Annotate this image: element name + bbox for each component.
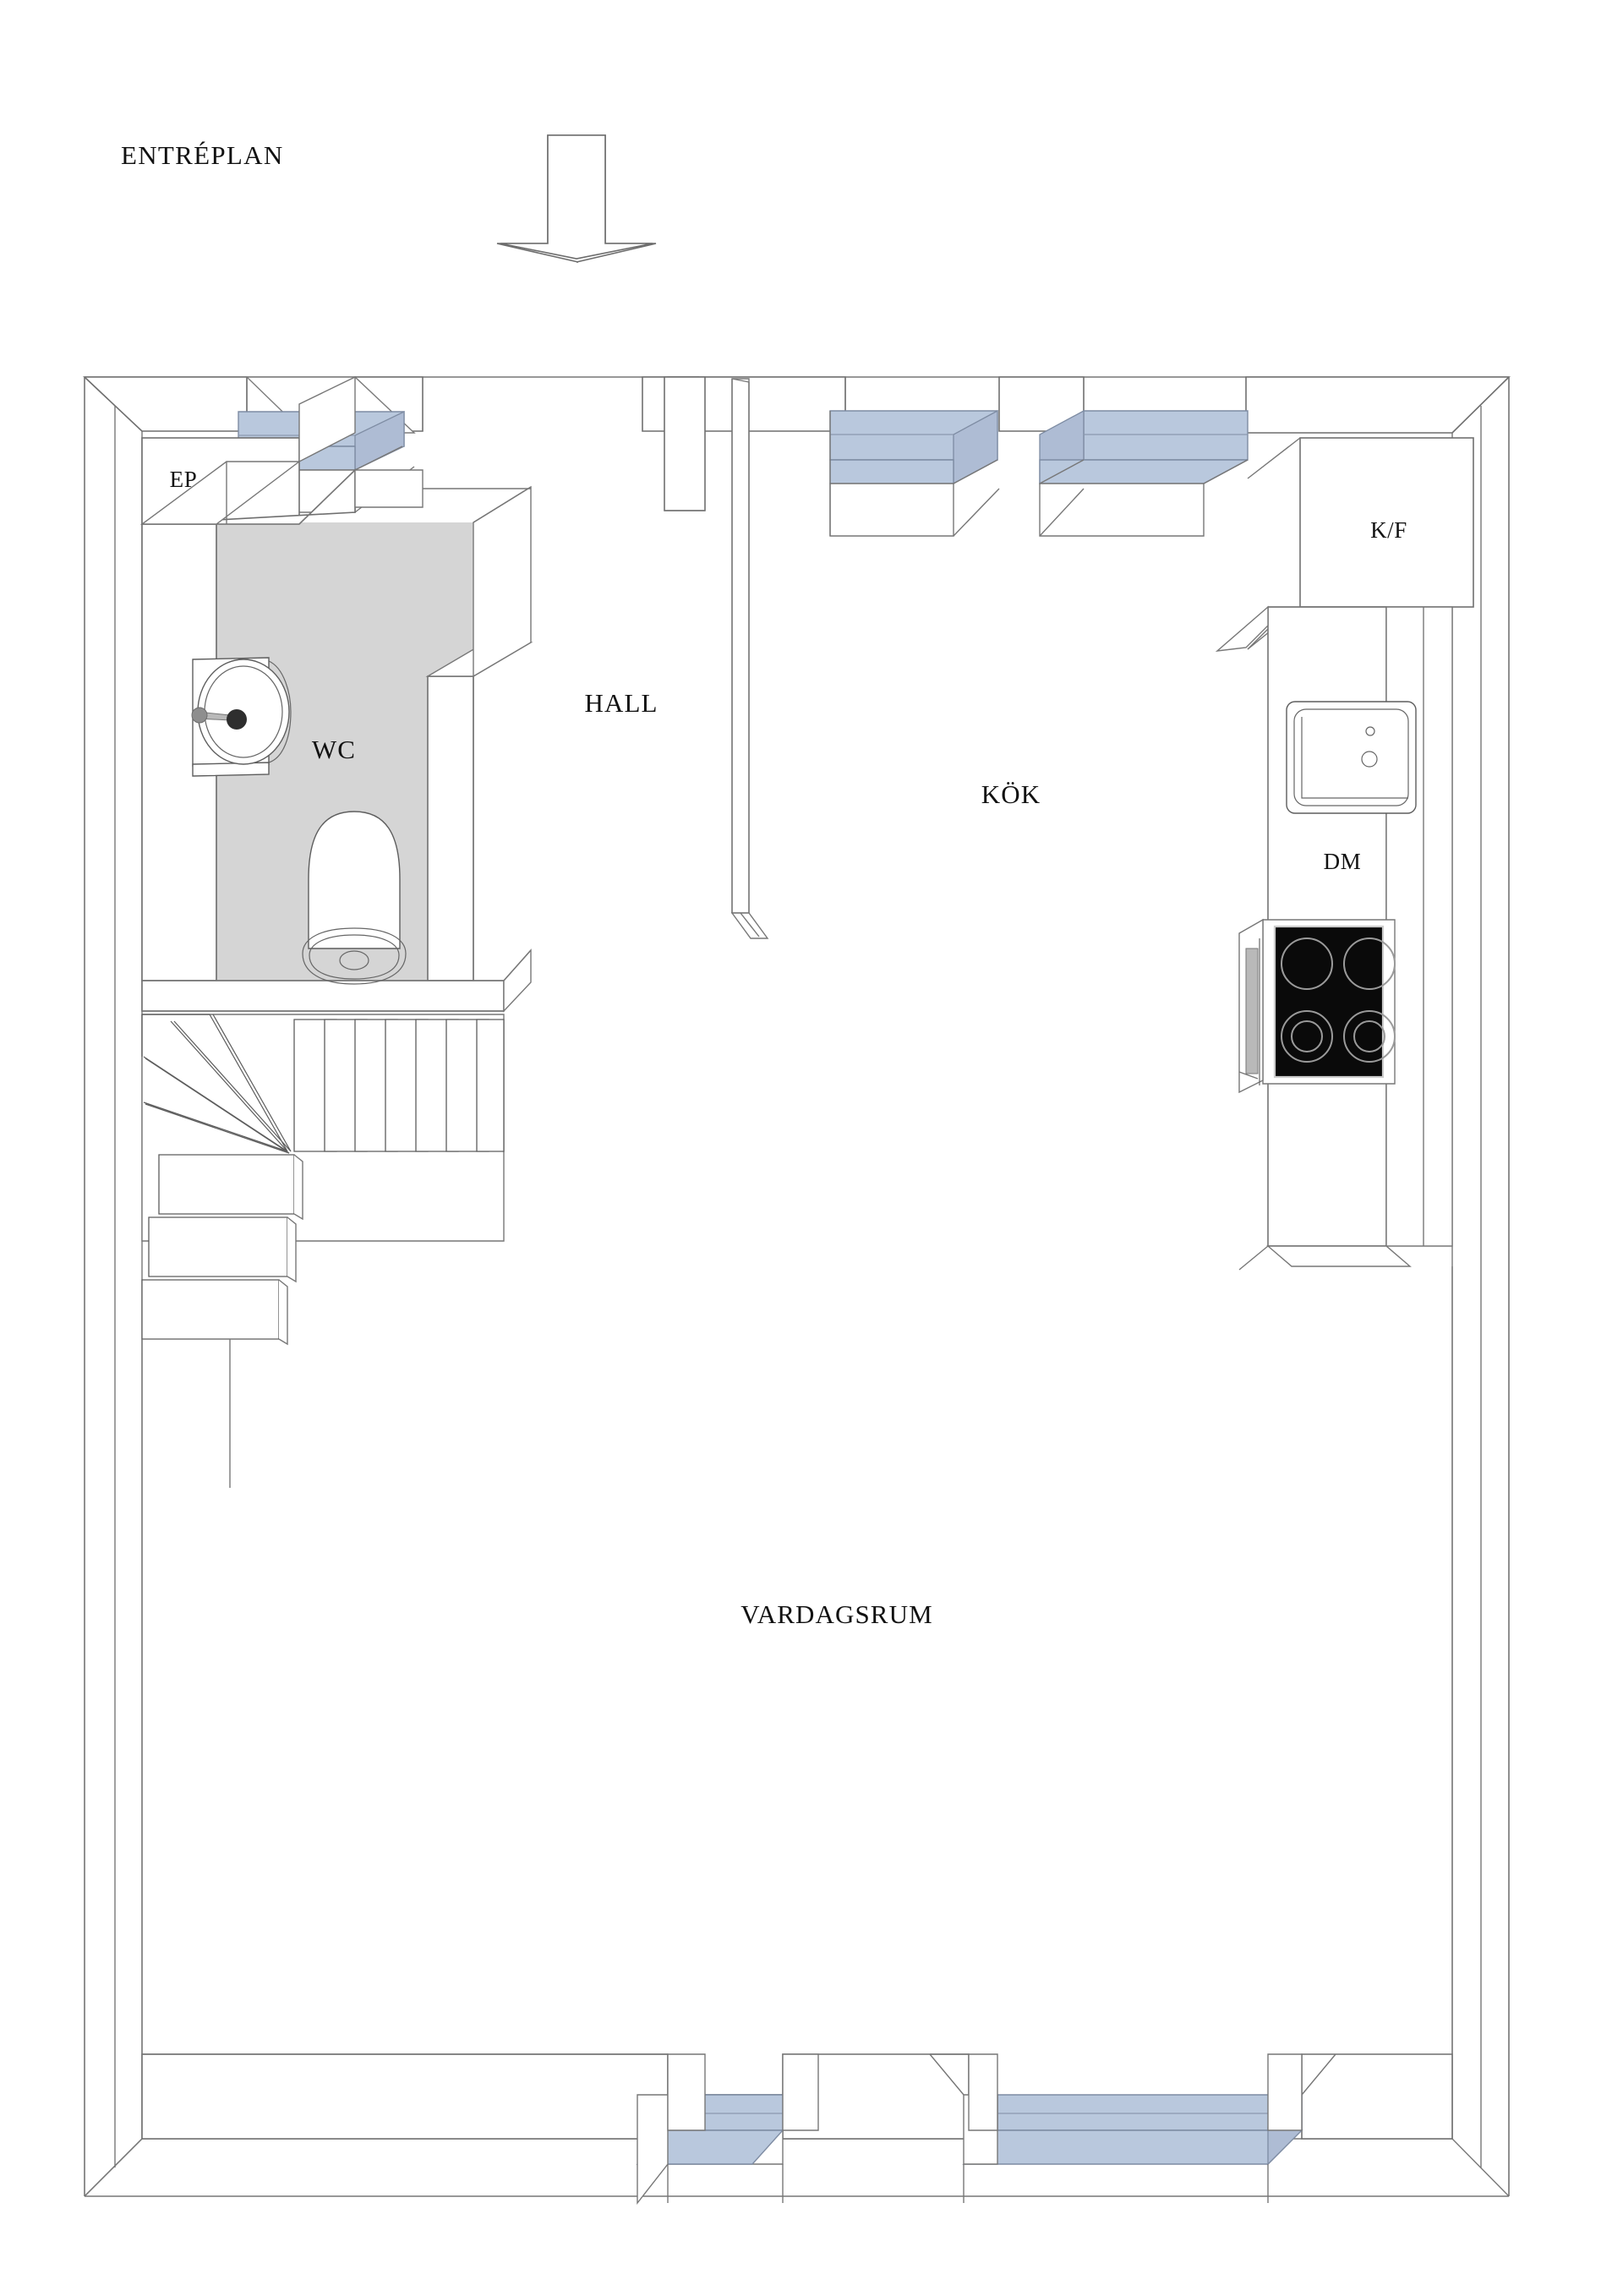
bathroom-sink bbox=[191, 657, 292, 777]
room-label-wc: WC bbox=[312, 735, 356, 764]
window-bottom-mid bbox=[636, 2053, 819, 2206]
cooktop-with-4-burners bbox=[1238, 918, 1396, 1094]
window-top-mid bbox=[829, 409, 1000, 537]
wall-detail-lines bbox=[84, 377, 1510, 2196]
down-arrow-icon bbox=[496, 134, 657, 263]
wc-walls bbox=[139, 375, 533, 1013]
straight-treads bbox=[293, 1019, 505, 1152]
room-label-hall: HALL bbox=[584, 688, 658, 718]
room-label-kok: KÖK bbox=[981, 779, 1041, 809]
dm-label: DM bbox=[1324, 849, 1362, 874]
window-bottom-right bbox=[929, 2053, 1336, 2203]
page-title: ENTRÉPLAN bbox=[121, 140, 284, 170]
lower-treads bbox=[141, 1154, 303, 1488]
toilet bbox=[302, 811, 407, 985]
kf-label: K/F bbox=[1370, 517, 1407, 543]
fridge-freezer: K/F bbox=[1247, 437, 1474, 650]
window-top-right bbox=[1039, 409, 1249, 537]
bottom-wall-structure bbox=[84, 2053, 1453, 2197]
winder-staircase bbox=[141, 1014, 505, 1488]
kitchen-sink bbox=[1286, 701, 1417, 814]
room-label-vardagsrum: VARDAGSRUM bbox=[740, 1599, 933, 1629]
hall-partition bbox=[730, 378, 769, 939]
winder-treads bbox=[141, 1014, 292, 1154]
